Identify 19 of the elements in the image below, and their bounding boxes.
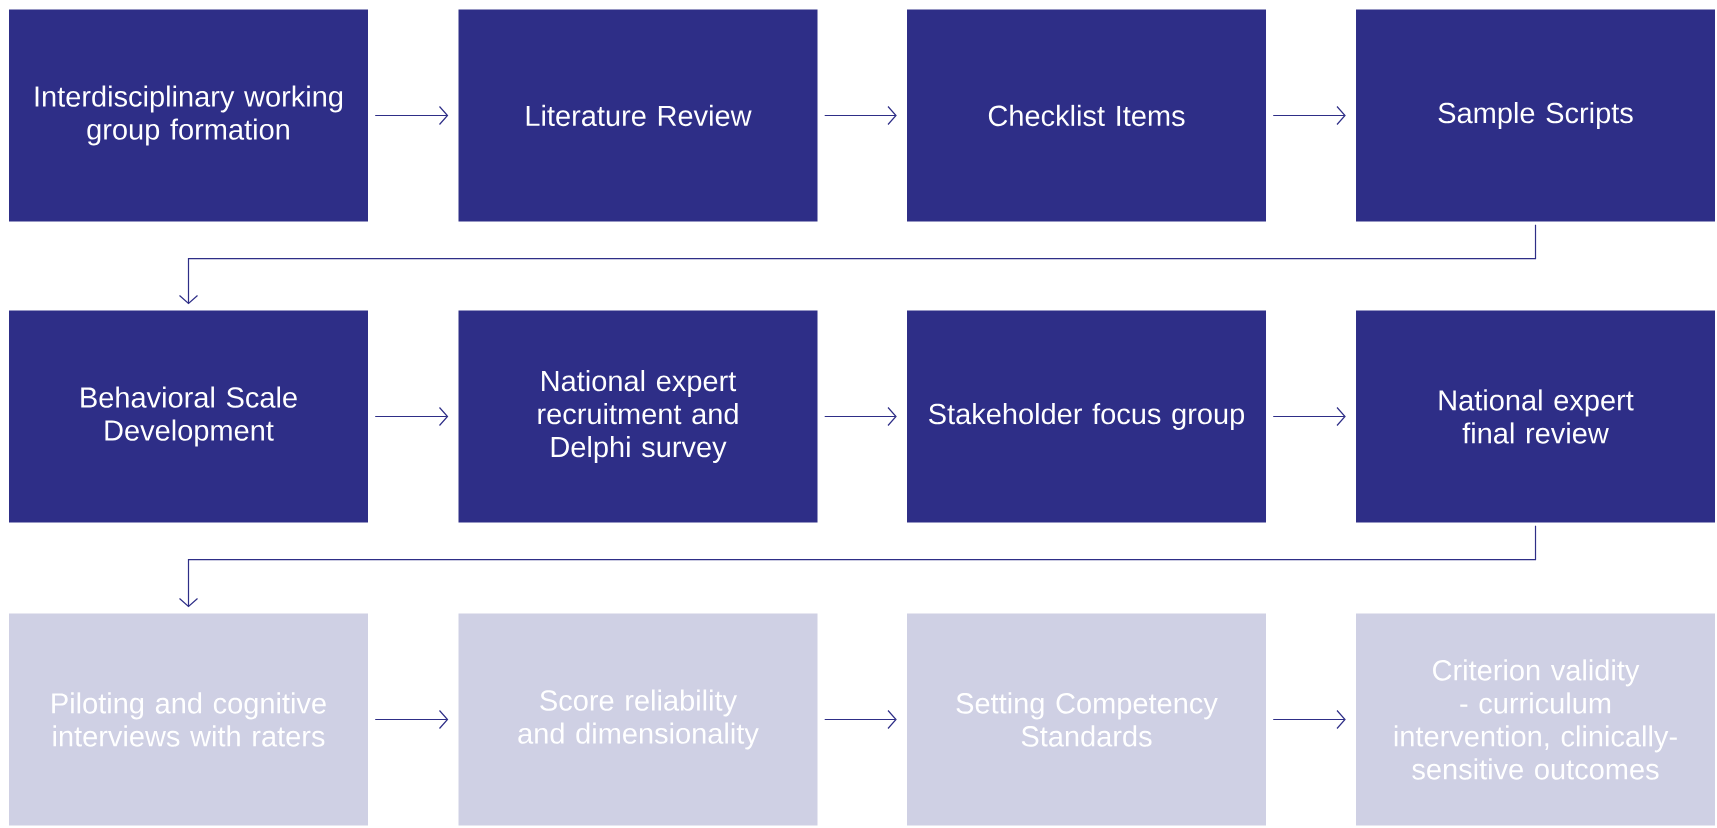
arrow: [374, 406, 449, 427]
process-box: Interdisciplinary working group formation: [9, 9, 368, 222]
arrow: [374, 709, 449, 730]
process-box: Stakeholder focus group: [907, 310, 1266, 523]
process-box: Behavioral Scale Development: [9, 310, 368, 523]
arrow: [824, 406, 897, 427]
arrow: [178, 525, 1537, 608]
arrow: [1272, 105, 1346, 126]
arrow: [1272, 406, 1346, 427]
arrow: [1272, 709, 1346, 730]
process-box: Checklist Items: [907, 9, 1266, 222]
process-box: Sample Scripts: [1356, 9, 1715, 222]
process-box: National expert recruitment and Delphi survey: [458, 310, 818, 523]
process-box: Literature Review: [458, 9, 818, 222]
arrow: [178, 224, 1537, 305]
process-box: National expert final review: [1356, 310, 1715, 523]
arrow: [824, 709, 897, 730]
arrow: [374, 105, 449, 126]
arrow: [824, 105, 897, 126]
